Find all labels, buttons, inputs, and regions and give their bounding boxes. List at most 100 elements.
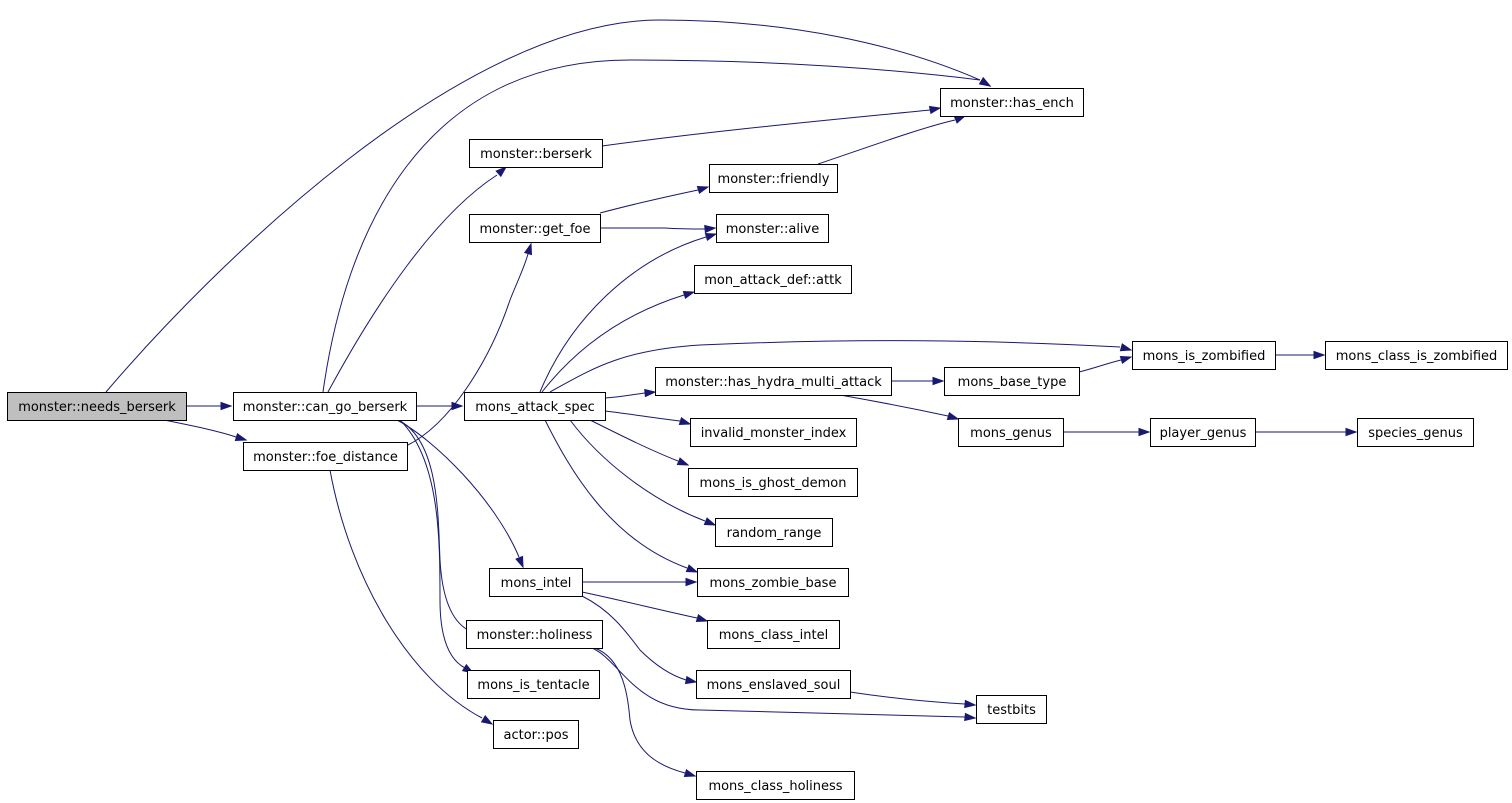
- node-box: [709, 164, 838, 193]
- edge-get-foe-to-alive: [600, 224, 717, 234]
- node-testbits[interactable]: testbits: [976, 695, 1047, 724]
- node-foe-distance[interactable]: monster::foe_distance: [243, 442, 408, 471]
- node-mons-class-intel[interactable]: mons_class_intel: [707, 620, 840, 649]
- node-mons-zombie-base[interactable]: mons_zombie_base: [697, 568, 849, 597]
- node-box: [1150, 418, 1256, 447]
- node-label[interactable]: monster::needs_berserk: [18, 400, 176, 415]
- node-box: [493, 720, 579, 749]
- node-mons-is-zombified[interactable]: mons_is_zombified: [1132, 341, 1276, 370]
- edge-mons-enslaved-soul-to-testbits: [849, 691, 977, 709]
- node-player-genus[interactable]: player_genus: [1150, 418, 1256, 447]
- node-box: [1325, 341, 1508, 370]
- edge-can-go-berserk-to-berserk: [327, 165, 508, 393]
- node-label[interactable]: actor::pos: [503, 728, 568, 743]
- node-alive[interactable]: monster::alive: [716, 214, 829, 243]
- node-label[interactable]: mons_is_tentacle: [477, 678, 589, 693]
- node-label[interactable]: mons_is_zombified: [1143, 349, 1266, 364]
- node-box: [467, 670, 600, 699]
- node-get-foe[interactable]: monster::get_foe: [469, 214, 601, 243]
- node-mons-class-is-zombified[interactable]: mons_class_is_zombified: [1325, 341, 1508, 370]
- node-box: [690, 418, 857, 447]
- node-needs-berserk[interactable]: monster::needs_berserk: [7, 392, 187, 421]
- node-label[interactable]: monster::alive: [726, 222, 819, 237]
- node-friendly[interactable]: monster::friendly: [709, 164, 838, 193]
- node-mons-is-ghost-demon[interactable]: mons_is_ghost_demon: [688, 468, 858, 497]
- node-box: [715, 518, 833, 547]
- node-species-genus[interactable]: species_genus: [1357, 418, 1474, 447]
- node-box: [707, 620, 840, 649]
- edge-needs-berserk-to-has-ench: [105, 19, 992, 393]
- edge-hydra-to-mons-genus: [839, 394, 960, 421]
- edge-mons-intel-to-mons-enslaved-soul: [581, 595, 698, 685]
- node-label[interactable]: mons_class_holiness: [708, 779, 842, 794]
- node-box: [958, 418, 1064, 447]
- node-label[interactable]: mon_attack_def::attk: [704, 273, 842, 288]
- node-label[interactable]: mons_class_intel: [719, 628, 828, 643]
- node-box: [694, 265, 852, 294]
- node-label[interactable]: monster::berserk: [480, 147, 592, 162]
- node-actor-pos[interactable]: actor::pos: [493, 720, 579, 749]
- node-mons-intel[interactable]: mons_intel: [489, 568, 583, 597]
- node-mons-attack-spec[interactable]: mons_attack_spec: [464, 392, 606, 421]
- edge-mons-attack-spec-to-invalid-monster-index: [604, 410, 692, 426]
- node-label[interactable]: monster::get_foe: [480, 222, 591, 237]
- node-box: [1132, 341, 1276, 370]
- node-label[interactable]: mons_attack_spec: [475, 400, 595, 415]
- edge-mons-genus-to-player-genus: [1063, 427, 1151, 437]
- node-mons-enslaved-soul[interactable]: mons_enslaved_soul: [696, 670, 851, 699]
- node-box: [940, 88, 1084, 117]
- node-label[interactable]: monster::has_ench: [950, 96, 1074, 111]
- edge-hydra-to-mons-base-type: [891, 376, 945, 386]
- node-label[interactable]: monster::foe_distance: [253, 450, 398, 465]
- node-box: [464, 392, 606, 421]
- node-random-range[interactable]: random_range: [715, 518, 833, 547]
- node-has-ench[interactable]: monster::has_ench: [940, 88, 1084, 117]
- edge-mons-intel-to-mons-class-intel: [581, 591, 709, 623]
- node-label[interactable]: testbits: [987, 703, 1036, 718]
- edge-holiness-to-mons-class-holiness: [594, 647, 697, 778]
- node-box: [976, 695, 1047, 724]
- node-box: [697, 568, 849, 597]
- node-box: [696, 670, 851, 699]
- edge-mons-attack-spec-to-hydra: [604, 388, 657, 399]
- node-box: [655, 367, 892, 396]
- node-label[interactable]: mons_class_is_zombified: [1336, 349, 1498, 364]
- edge-can-go-berserk-to-mons-is-tentacle: [399, 419, 475, 674]
- edge-mons-attack-spec-to-mons-is-zombified: [549, 340, 1133, 393]
- edge-mons-attack-spec-to-alive: [539, 232, 718, 393]
- node-label[interactable]: monster::friendly: [718, 172, 830, 187]
- node-attk[interactable]: mon_attack_def::attk: [694, 265, 852, 294]
- node-label[interactable]: mons_genus: [970, 426, 1052, 441]
- node-label[interactable]: invalid_monster_index: [701, 426, 847, 441]
- edge-holiness-to-testbits: [591, 647, 977, 722]
- node-label[interactable]: player_genus: [1160, 426, 1247, 441]
- node-holiness[interactable]: monster::holiness: [466, 620, 603, 649]
- node-label[interactable]: mons_intel: [501, 576, 572, 591]
- node-label[interactable]: monster::can_go_berserk: [243, 400, 408, 415]
- node-label[interactable]: mons_enslaved_soul: [707, 678, 841, 693]
- node-mons-class-holiness[interactable]: mons_class_holiness: [696, 771, 855, 800]
- node-label[interactable]: species_genus: [1368, 426, 1463, 441]
- node-label[interactable]: mons_zombie_base: [710, 576, 837, 591]
- edge-mons-attack-spec-to-mons-is-ghost-demon: [589, 419, 690, 466]
- node-label[interactable]: monster::has_hydra_multi_attack: [665, 375, 882, 390]
- node-mons-is-tentacle[interactable]: mons_is_tentacle: [467, 670, 600, 699]
- node-label[interactable]: mons_is_ghost_demon: [700, 476, 847, 491]
- node-mons-base-type[interactable]: mons_base_type: [944, 367, 1080, 396]
- node-hydra[interactable]: monster::has_hydra_multi_attack: [655, 367, 892, 396]
- node-mons-genus[interactable]: mons_genus: [958, 418, 1064, 447]
- node-box: [469, 139, 603, 168]
- edge-foe-distance-to-actor-pos: [329, 469, 494, 725]
- call-edges: [105, 19, 1358, 778]
- node-label[interactable]: random_range: [727, 526, 822, 541]
- node-box: [466, 620, 603, 649]
- node-label[interactable]: monster::holiness: [477, 628, 593, 643]
- edge-mons-base-type-to-mons-is-zombified: [1078, 355, 1133, 373]
- node-invalid-monster-index[interactable]: invalid_monster_index: [690, 418, 857, 447]
- node-box: [1357, 418, 1474, 447]
- node-label[interactable]: mons_base_type: [958, 375, 1067, 390]
- node-can-go-berserk[interactable]: monster::can_go_berserk: [233, 392, 417, 421]
- node-berserk[interactable]: monster::berserk: [469, 139, 603, 168]
- edge-needs-berserk-to-foe-distance: [163, 419, 248, 442]
- edge-needs-berserk-to-can-go-berserk: [186, 401, 233, 411]
